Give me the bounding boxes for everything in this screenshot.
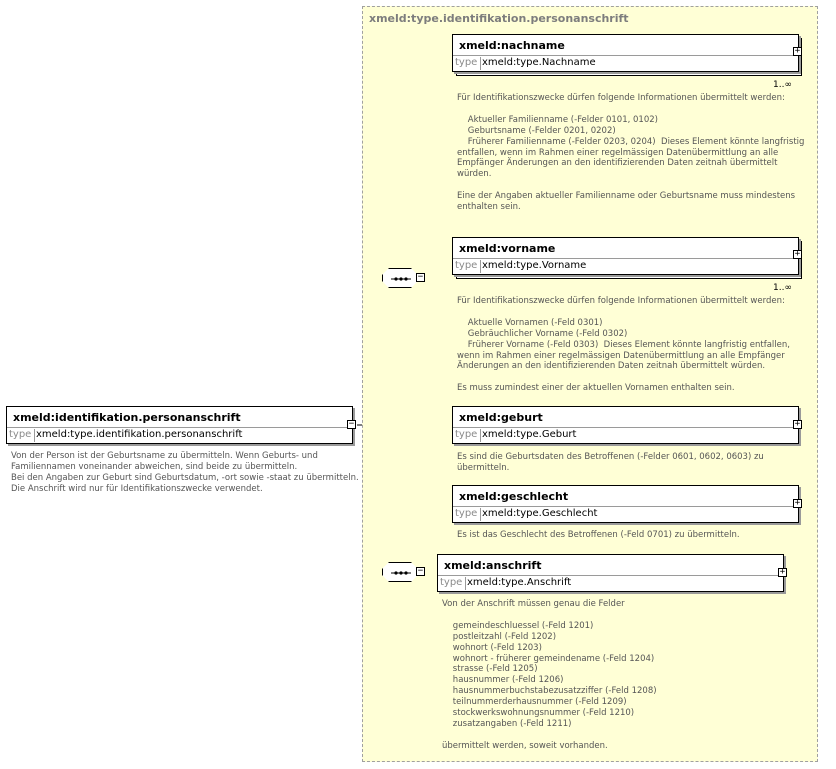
root-element-type-row: type xmeld:type.identifikation.personans… — [7, 427, 352, 443]
type-label: type — [440, 577, 467, 590]
element-name: xmeld:geschlecht — [459, 490, 569, 503]
expand-icon[interactable]: + — [793, 498, 802, 508]
sequence-dots-icon — [391, 277, 411, 281]
element-type-row: type xmeld:type.Geschlecht — [453, 506, 798, 522]
type-label: type — [9, 429, 36, 442]
complex-type-title: xmeld:type.identifikation.personanschrif… — [369, 12, 629, 25]
element-documentation: Für Identifikationszwecke dürfen folgend… — [457, 296, 790, 394]
root-documentation: Von der Person ist der Geburtsname zu üb… — [11, 451, 359, 494]
root-element-name: xmeld:identifikation.personanschrift — [13, 411, 241, 424]
element-box-geschlecht[interactable]: xmeld:geschlecht type xmeld:type.Geschle… — [452, 485, 799, 523]
sequence-compositor-icon[interactable] — [382, 562, 418, 582]
element-name: xmeld:geburt — [459, 411, 543, 424]
element-documentation: Für Identifikationszwecke dürfen folgend… — [457, 93, 805, 213]
element-box-vorname[interactable]: xmeld:vorname type xmeld:type.Vorname — [452, 237, 799, 275]
root-element-type-value: xmeld:type.identifikation.personanschrif… — [36, 429, 243, 440]
complex-type-box — [362, 6, 818, 762]
cardinality-label: 1..∞ — [773, 283, 792, 293]
expand-icon[interactable]: + — [793, 249, 802, 259]
element-type-value: xmeld:type.Nachname — [482, 57, 596, 68]
sequence-dots-icon — [391, 571, 411, 575]
type-label: type — [455, 429, 482, 442]
sequence-compositor-icon[interactable] — [382, 268, 418, 288]
expand-icon[interactable]: + — [793, 46, 802, 56]
element-box-geburt[interactable]: xmeld:geburt type xmeld:type.Geburt — [452, 406, 799, 444]
element-type-row: type xmeld:type.Vorname — [453, 258, 798, 274]
collapse-icon[interactable]: − — [416, 272, 425, 282]
element-box-nachname[interactable]: xmeld:nachname type xmeld:type.Nachname — [452, 34, 799, 72]
element-documentation: Von der Anschrift müssen genau die Felde… — [442, 599, 657, 751]
root-element-box[interactable]: xmeld:identifikation.personanschrift typ… — [6, 406, 353, 444]
type-label: type — [455, 260, 482, 273]
type-label: type — [455, 57, 482, 70]
expand-icon[interactable]: + — [793, 419, 802, 429]
element-name: xmeld:nachname — [459, 39, 565, 52]
element-type-value: xmeld:type.Anschrift — [467, 577, 572, 588]
element-box-anschrift[interactable]: xmeld:anschrift type xmeld:type.Anschrif… — [437, 554, 784, 592]
element-type-row: type xmeld:type.Geburt — [453, 427, 798, 443]
cardinality-label: 1..∞ — [773, 80, 792, 90]
element-type-row: type xmeld:type.Anschrift — [438, 575, 783, 591]
element-type-row: type xmeld:type.Nachname — [453, 55, 798, 71]
element-name: xmeld:vorname — [459, 242, 556, 255]
collapse-icon[interactable]: − — [416, 566, 425, 576]
type-label: type — [455, 508, 482, 521]
element-type-value: xmeld:type.Geschlecht — [482, 508, 598, 519]
element-documentation: Es ist das Geschlecht des Betroffenen (-… — [457, 530, 740, 540]
element-type-value: xmeld:type.Geburt — [482, 429, 577, 440]
collapse-icon[interactable]: − — [347, 419, 356, 429]
element-documentation: Es sind die Geburtsdaten des Betroffenen… — [457, 452, 764, 473]
element-type-value: xmeld:type.Vorname — [482, 260, 587, 271]
expand-icon[interactable]: + — [778, 567, 787, 577]
element-name: xmeld:anschrift — [444, 559, 542, 572]
